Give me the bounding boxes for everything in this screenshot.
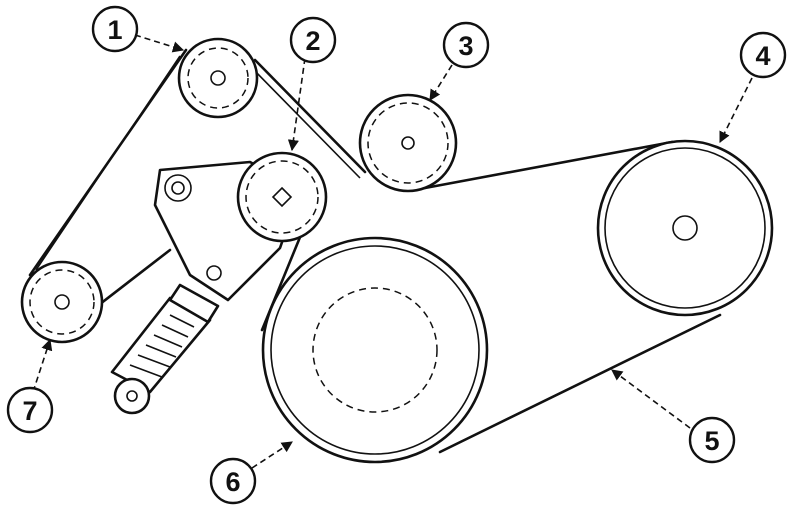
leader-1 bbox=[134, 34, 185, 53]
callout-4: 4 bbox=[739, 31, 787, 79]
tensioner-pulley-2 bbox=[236, 151, 328, 243]
idler-pulley-3 bbox=[358, 93, 458, 193]
callout-7: 7 bbox=[6, 386, 54, 434]
callout-6-label: 6 bbox=[225, 467, 240, 497]
callout-3: 3 bbox=[442, 21, 490, 69]
leader-3 bbox=[429, 64, 453, 101]
callout-2-label: 2 bbox=[305, 26, 320, 56]
leader-7 bbox=[32, 338, 53, 393]
callout-7-label: 7 bbox=[22, 396, 37, 426]
leader-6 bbox=[251, 441, 293, 469]
leader-4 bbox=[719, 77, 753, 144]
callout-5: 5 bbox=[688, 416, 736, 464]
callout-1-label: 1 bbox=[107, 15, 122, 45]
drive-belt-inner bbox=[35, 55, 361, 271]
large-pulley-4 bbox=[596, 139, 774, 317]
callout-2: 2 bbox=[289, 16, 337, 64]
tensioner-spring-damper bbox=[110, 283, 220, 415]
pulley-7 bbox=[20, 260, 104, 344]
callout-5-label: 5 bbox=[704, 426, 719, 456]
callout-3-label: 3 bbox=[458, 31, 473, 61]
crankshaft-pulley bbox=[261, 236, 489, 464]
leader-5 bbox=[611, 369, 691, 429]
callout-4-label: 4 bbox=[755, 41, 770, 71]
leader-2 bbox=[287, 57, 306, 152]
callout-6: 6 bbox=[209, 457, 257, 505]
callout-1: 1 bbox=[91, 5, 139, 53]
pulley-1 bbox=[177, 37, 259, 119]
